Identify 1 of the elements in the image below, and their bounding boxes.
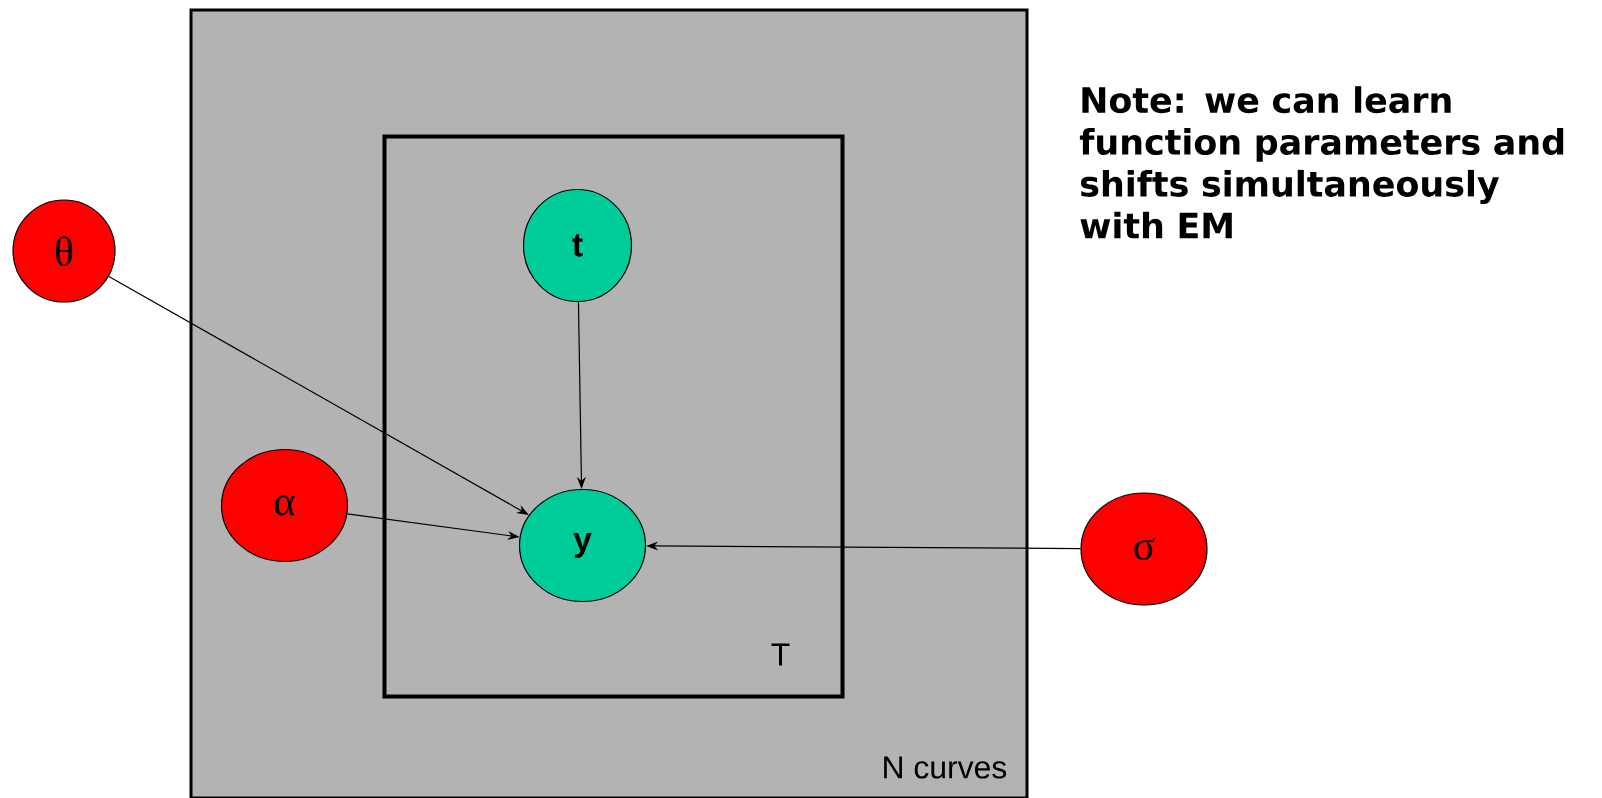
note-text: Note: we can learn function parameters and shifts simultaneously with EM	[1079, 86, 1564, 239]
